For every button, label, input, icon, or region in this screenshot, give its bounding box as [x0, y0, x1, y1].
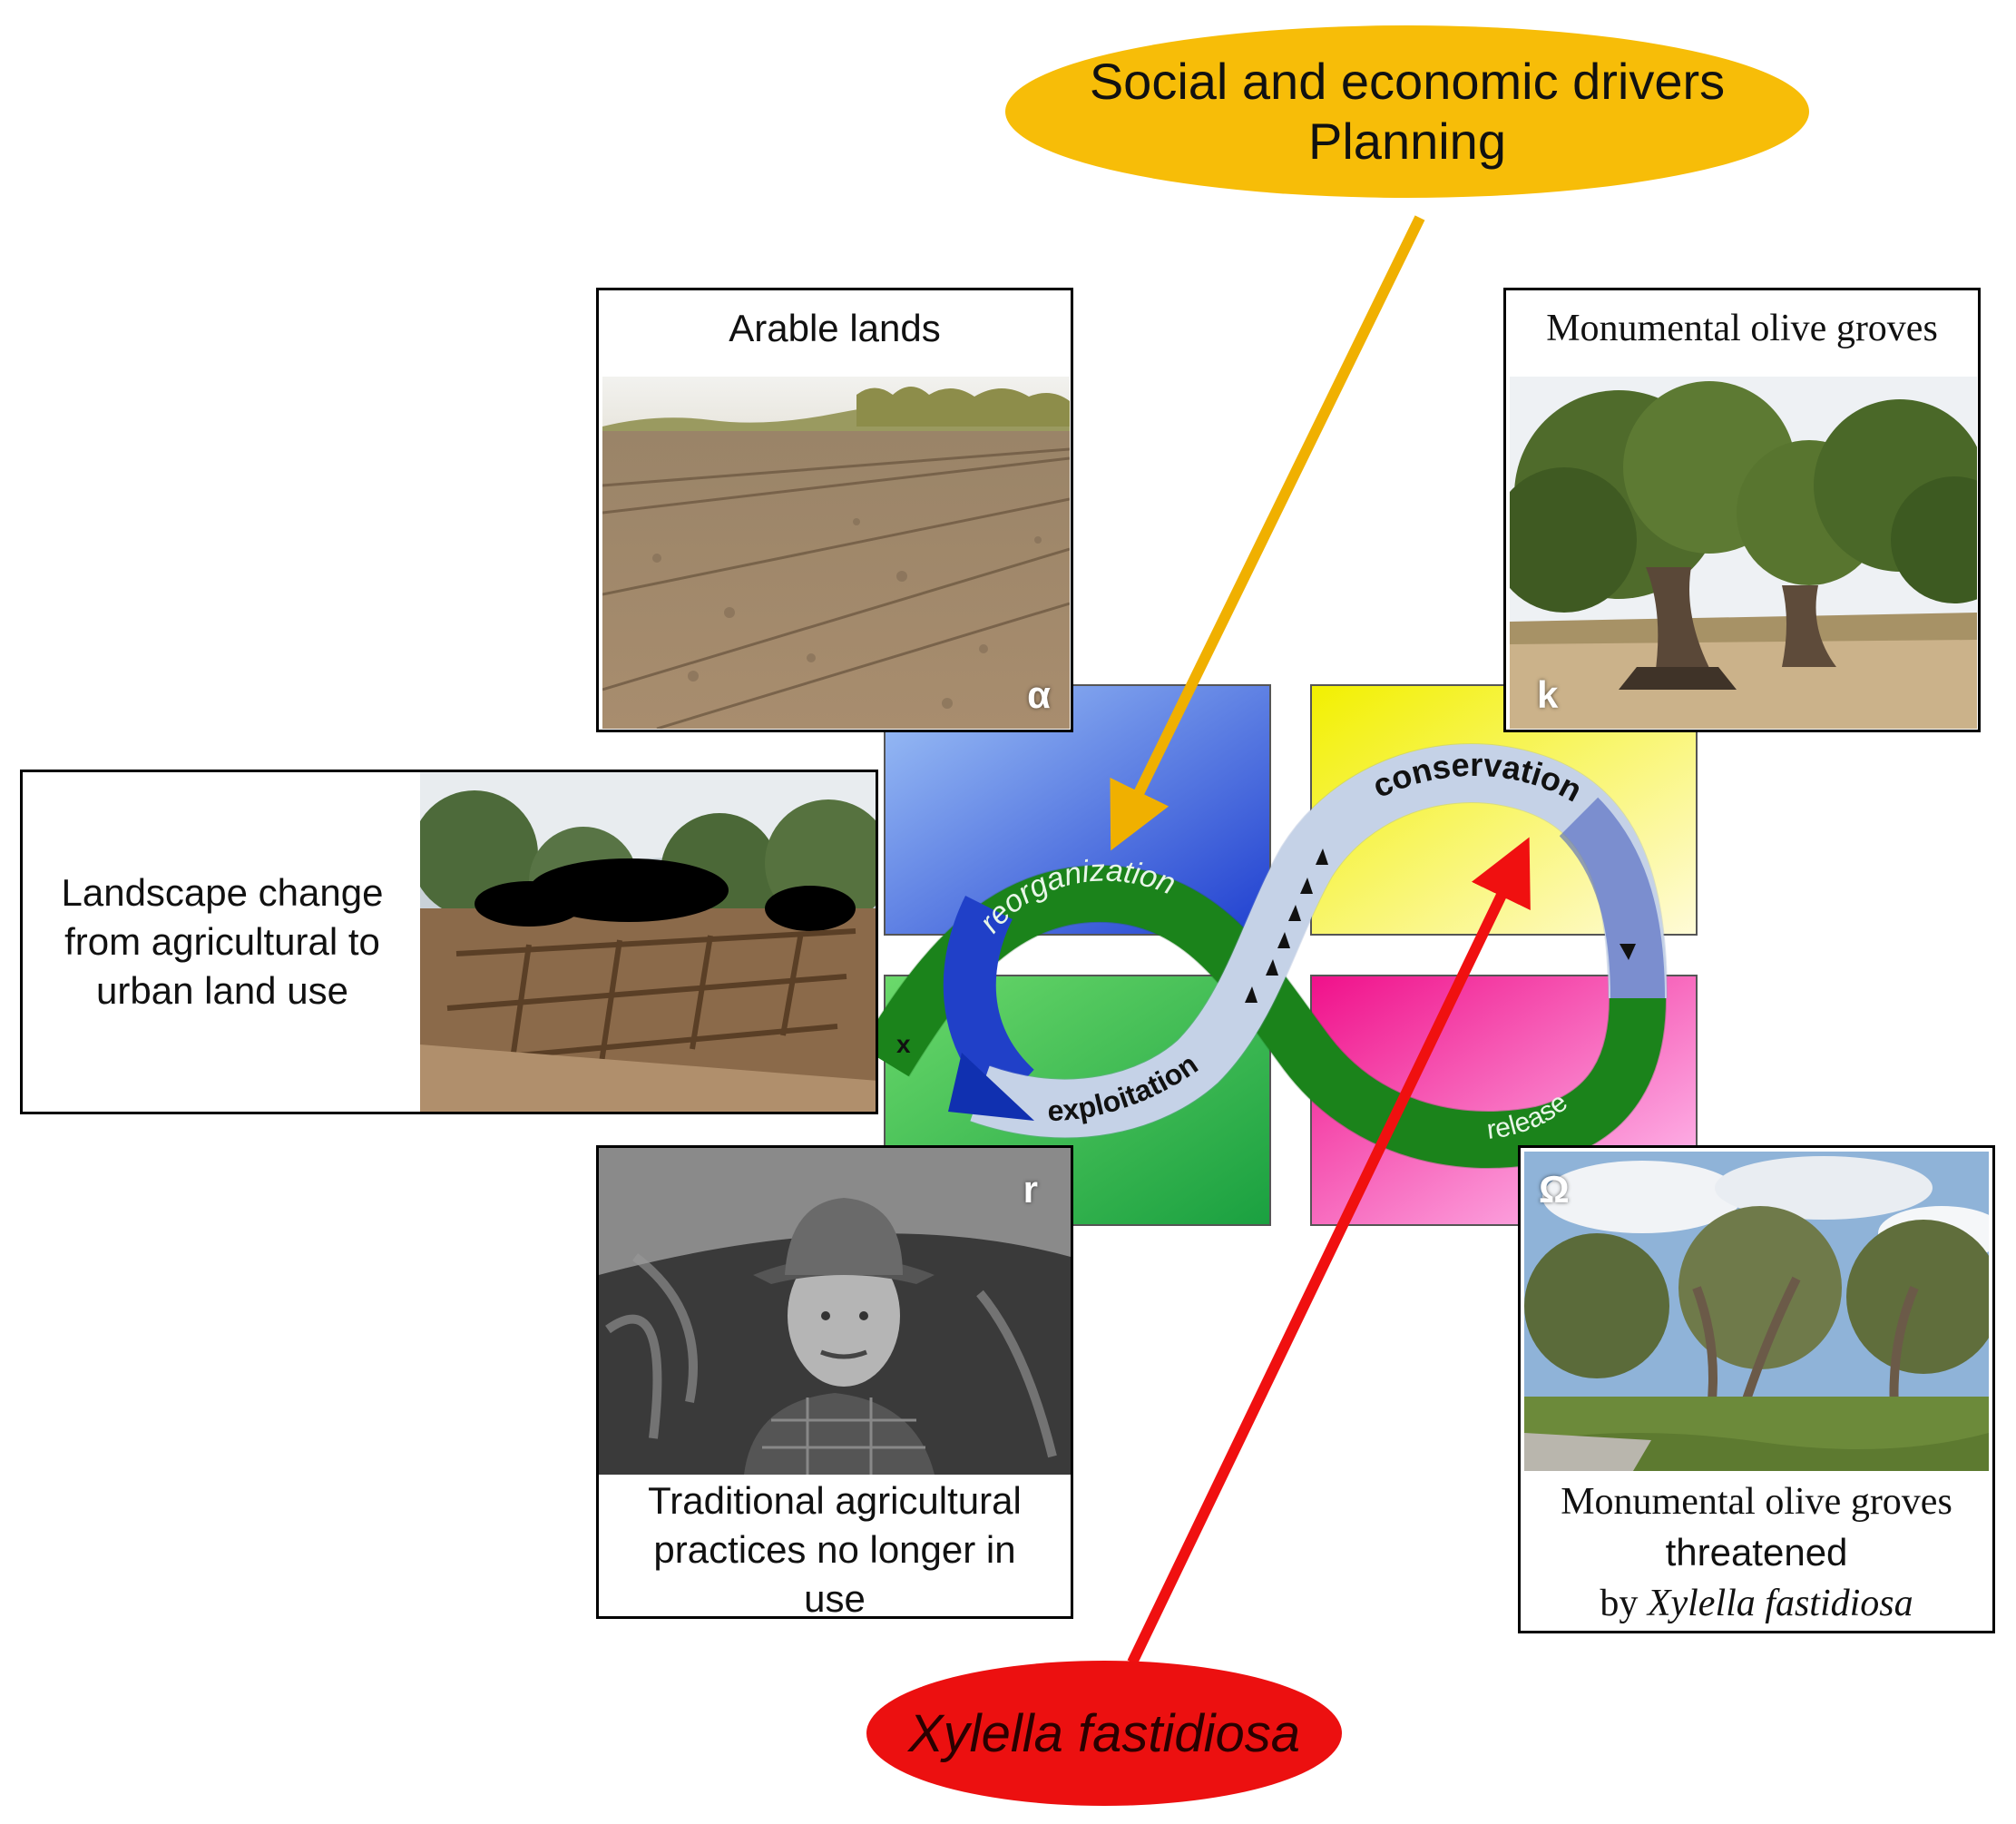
traditional-caption: Traditional agricultural practices no lo…	[599, 1476, 1071, 1619]
panel-arable-caption: Arable lands	[729, 307, 941, 349]
olive-groves-photo	[1510, 377, 1977, 729]
landscape-caption-line3: urban land use	[96, 969, 348, 1012]
threatened-caption-species: Xylella fastidiosa	[1647, 1583, 1913, 1624]
landscape-caption-line1: Landscape change	[61, 871, 384, 914]
traditional-caption-line1: Traditional agricultural	[648, 1479, 1022, 1522]
panel-olive-groves-caption: Monumental olive groves	[1546, 308, 1938, 349]
phase-k-label: k	[1537, 673, 1559, 716]
drivers-line1: Social and economic drivers	[1089, 53, 1726, 110]
threatened-caption: Monumental olive groves threatened by Xy…	[1521, 1476, 1992, 1629]
panel-arable-lands: Arable lands α	[596, 288, 1073, 732]
landscape-change-caption: Landscape change from agricultural to ur…	[23, 772, 422, 1112]
drivers-ellipse: Social and economic drivers Planning	[1005, 25, 1809, 198]
panel-landscape-change: Landscape change from agricultural to ur…	[20, 770, 878, 1114]
exploitation-head-band	[943, 896, 1035, 1109]
farmer-portrait-photo	[599, 1148, 1071, 1475]
threatened-groves-photo	[1524, 1152, 1989, 1471]
construction-site-photo	[420, 772, 876, 1112]
threatened-caption-line2: threatened	[1665, 1531, 1848, 1574]
panel-monumental-olive-groves: Monumental olive groves k	[1503, 288, 1981, 732]
phase-r-label: r	[1023, 1168, 1038, 1211]
threatened-caption-line3: by Xylella fastidiosa	[1521, 1578, 1992, 1629]
drivers-line2: Planning	[1308, 113, 1506, 170]
panel-traditional-practices: r Traditional agricultural practices no …	[596, 1145, 1073, 1619]
arable-photo	[602, 377, 1070, 729]
traditional-caption-line2: practices no longer in	[653, 1528, 1016, 1571]
threatened-caption-line1: Monumental olive groves	[1561, 1481, 1952, 1523]
pathogen-ellipse: Xylella fastidiosa	[866, 1661, 1342, 1806]
panel-threatened-olive-groves: Ω Monumental olive groves threatened by …	[1518, 1145, 1995, 1633]
exploitation-arrowhead	[948, 1053, 1034, 1121]
phase-alpha-label: α	[1027, 673, 1051, 716]
landscape-caption-line2: from agricultural to	[64, 920, 380, 963]
phase-omega-label: Ω	[1539, 1168, 1570, 1211]
threatened-caption-by: by	[1600, 1583, 1648, 1624]
traditional-caption-line3: use	[804, 1577, 866, 1619]
pathogen-label: Xylella fastidiosa	[908, 1703, 1300, 1763]
